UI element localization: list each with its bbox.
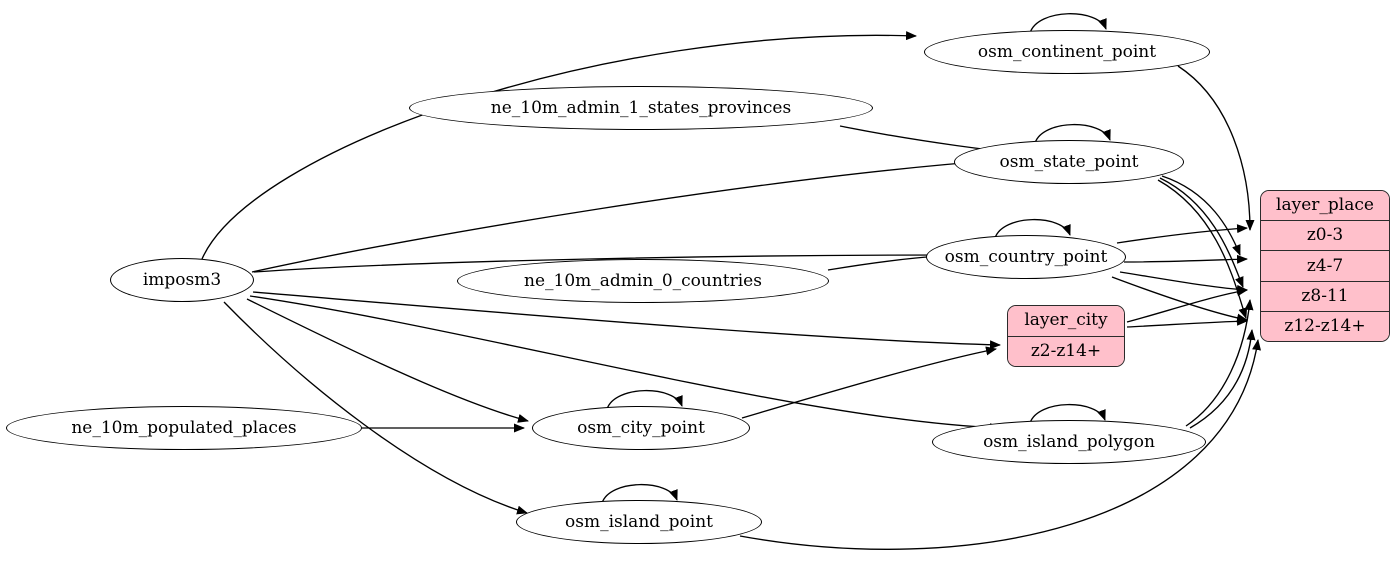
node-label: osm_island_polygon	[983, 431, 1155, 452]
node-label: ne_10m_admin_1_states_provinces	[490, 97, 792, 118]
edge-imposm3-continent	[201, 31, 917, 260]
layer-city-title: layer_city	[1008, 306, 1124, 337]
edge-country-z1214	[1111, 276, 1248, 323]
node-label: osm_island_point	[565, 511, 713, 532]
layer-city-row-z2-z14[interactable]: z2-z14+	[1008, 336, 1124, 366]
edge-self-continent	[1029, 13, 1107, 34]
node-osm-island-polygon[interactable]: osm_island_polygon	[932, 420, 1206, 464]
edge-country-z03	[1116, 224, 1248, 244]
edge-layercity-z1214	[1126, 316, 1248, 328]
node-osm-island-point[interactable]: osm_island_point	[516, 500, 762, 544]
node-label: ne_10m_admin_0_countries	[524, 270, 762, 291]
node-osm-state-point[interactable]: osm_state_point	[954, 140, 1184, 184]
node-osm-continent-point[interactable]: osm_continent_point	[924, 30, 1210, 74]
node-layer-place[interactable]: layer_place z0-3 z4-7 z8-11 z12-z14+	[1260, 190, 1390, 342]
node-ne-10m-admin-0-countries[interactable]: ne_10m_admin_0_countries	[457, 259, 829, 303]
layer-place-title: layer_place	[1261, 191, 1389, 222]
edge-self-state	[1034, 123, 1111, 144]
edge-state-z1214	[1157, 179, 1248, 319]
edge-country-z811	[1119, 271, 1248, 294]
layer-place-row-z12-z14[interactable]: z12-z14+	[1261, 311, 1389, 341]
edge-state-z47	[1161, 175, 1241, 256]
edge-self-city	[606, 389, 683, 410]
edge-ne0-country	[827, 252, 941, 271]
node-label: osm_state_point	[999, 151, 1139, 172]
edge-imposm3-islandpoint	[223, 301, 528, 515]
edge-imposm3-layercity	[252, 291, 1001, 350]
edge-self-islandpoint	[601, 483, 678, 504]
edge-self-country	[994, 218, 1071, 239]
layer-place-row-z0-3[interactable]: z0-3	[1261, 221, 1389, 252]
edge-imposm3-state	[251, 156, 1001, 273]
edge-layercity-z811	[1126, 287, 1248, 323]
edge-state-z811	[1159, 177, 1244, 288]
layer-place-row-z4-7[interactable]: z4-7	[1261, 251, 1389, 282]
edge-islandpoint-z1214	[739, 339, 1261, 550]
node-osm-country-point[interactable]: osm_country_point	[926, 235, 1126, 279]
edge-country-z47	[1123, 254, 1248, 264]
edge-continent-z03	[1177, 65, 1255, 231]
node-label: ne_10m_populated_places	[71, 417, 297, 438]
node-ne-10m-admin-1-states-provinces[interactable]: ne_10m_admin_1_states_provinces	[409, 86, 873, 130]
edge-self-islandpoly	[1029, 403, 1106, 424]
edge-imposm3-islandpoly	[249, 295, 1001, 433]
edge-imposm3-city	[246, 298, 529, 423]
node-ne-10m-populated-places[interactable]: ne_10m_populated_places	[6, 406, 362, 450]
node-imposm3[interactable]: imposm3	[110, 258, 254, 302]
node-layer-city[interactable]: layer_city z2-z14+	[1007, 305, 1125, 367]
node-label: imposm3	[142, 269, 222, 290]
node-label: osm_continent_point	[977, 41, 1157, 62]
node-label: osm_country_point	[944, 246, 1108, 267]
layer-place-row-z8-11[interactable]: z8-11	[1261, 281, 1389, 312]
node-osm-city-point[interactable]: osm_city_point	[532, 406, 750, 450]
edge-islandpoly-z1214	[1189, 329, 1256, 429]
edge-city-layercity	[741, 346, 997, 419]
node-label: osm_city_point	[577, 417, 705, 438]
edges	[201, 13, 1261, 550]
edge-islandpoly-z811	[1185, 299, 1254, 427]
